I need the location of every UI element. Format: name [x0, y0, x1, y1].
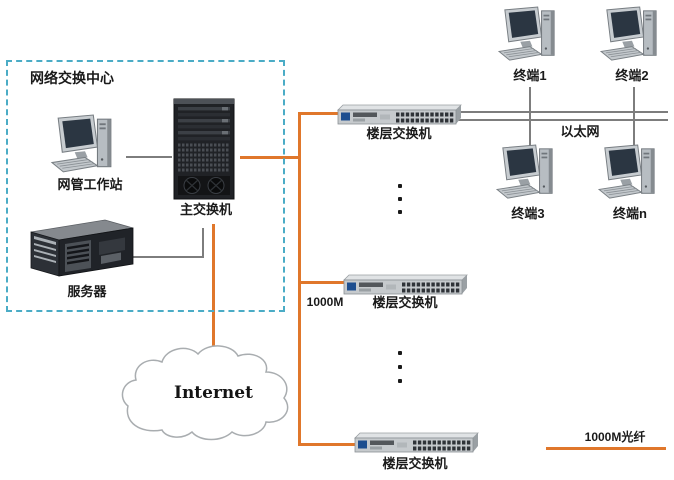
floor-switch-3-label: 楼层交换机: [382, 456, 448, 471]
terminal-1-label: 终端1: [513, 68, 547, 83]
floor-switch-1-icon: [336, 102, 462, 126]
floor-switch-2-label: 楼层交换机: [372, 295, 438, 310]
server-icon: [25, 210, 135, 282]
fiber-legend-line: [546, 447, 666, 450]
terminal-3-label: 终端3: [511, 206, 545, 221]
terminal-2-icon: [599, 6, 663, 64]
ethernet-bus-line-1: [458, 111, 668, 113]
terminal-1-icon: [497, 6, 561, 64]
workstation-switch-link: [126, 156, 172, 158]
fiber-main-to-trunk: [240, 156, 298, 159]
workstation-icon: [40, 114, 128, 176]
uplink-speed-label: 1000M: [306, 295, 344, 309]
main-switch-icon: [172, 96, 240, 202]
ethernet-bus-line-2: [458, 119, 668, 121]
fiber-legend-label: 1000M光纤: [584, 430, 646, 444]
terminal-n-label: 终端n: [613, 206, 647, 221]
ethernet-label: 以太网: [560, 124, 600, 139]
network-center-title: 网络交换中心: [30, 70, 114, 86]
fiber-branch-1: [298, 112, 338, 115]
workstation-label: 网管工作站: [57, 177, 123, 192]
terminal-n-icon: [597, 144, 661, 202]
floor-switch-2-icon: [342, 272, 468, 296]
fiber-trunk: [298, 112, 301, 446]
internet-label: Internet: [174, 383, 253, 403]
terminal-3-icon: [495, 144, 559, 202]
fiber-branch-2: [298, 281, 344, 284]
floor-switch-3-icon: [353, 430, 479, 454]
fiber-branch-3: [298, 443, 356, 446]
floor-switch-1-label: 楼层交换机: [366, 126, 432, 141]
terminal-2-label: 终端2: [615, 68, 649, 83]
internet-cloud-icon: [116, 340, 296, 446]
server-label: 服务器: [67, 284, 107, 299]
terminal-drop-1: [529, 87, 531, 146]
fiber-main-to-internet: [212, 224, 215, 348]
server-switch-link-h: [128, 256, 204, 258]
server-switch-link-v: [202, 228, 204, 258]
network-center-box: 网络交换中心: [6, 60, 285, 312]
terminal-drop-2: [633, 87, 635, 146]
main-switch-label: 主交换机: [179, 202, 232, 217]
